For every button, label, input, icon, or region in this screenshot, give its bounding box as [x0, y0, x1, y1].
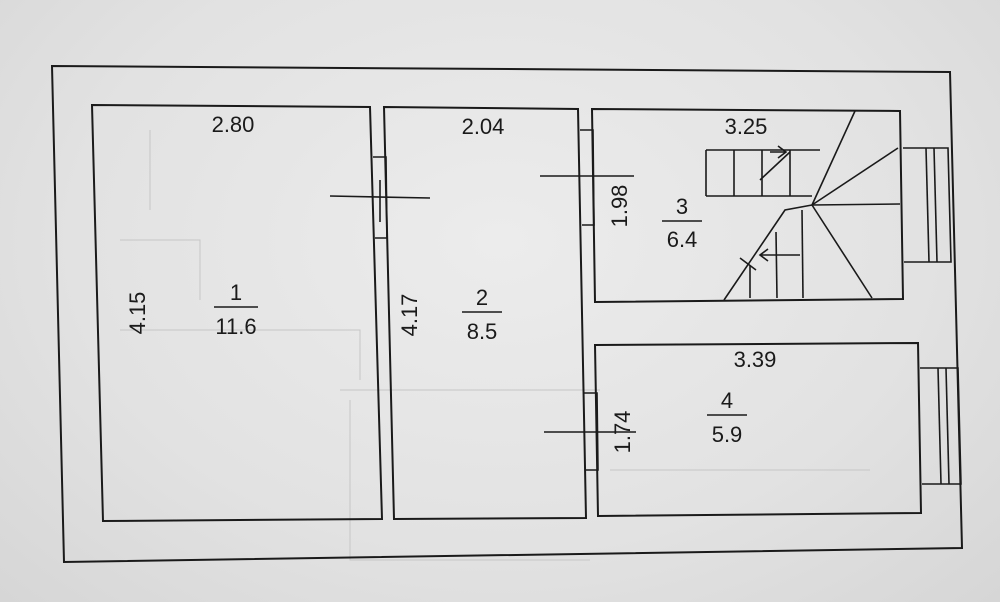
room-2-outline — [382, 105, 588, 521]
room-4-area: 5.9 — [712, 422, 743, 447]
room-4-width: 3.39 — [734, 347, 777, 372]
background-traces — [120, 130, 870, 561]
room-2-area: 8.5 — [467, 319, 498, 344]
door-room2-room4 — [544, 392, 636, 471]
door-room2-room3 — [540, 129, 634, 226]
room-2-width: 2.04 — [462, 114, 505, 139]
room-4-length: 1.74 — [610, 411, 635, 454]
room-2-length: 4.17 — [397, 294, 422, 337]
room-3-number: 3 — [676, 194, 688, 219]
room-1-length: 4.15 — [125, 292, 150, 335]
room-3-outline — [590, 107, 905, 304]
room-1-width: 2.80 — [212, 112, 255, 137]
window-room-3 — [903, 147, 952, 263]
staircase — [705, 110, 901, 301]
room-3-area: 6.4 — [667, 227, 698, 252]
room-2-number: 2 — [476, 285, 488, 310]
room-4-number: 4 — [721, 388, 733, 413]
door-room1-room2 — [329, 156, 431, 239]
room-3-width: 3.25 — [725, 114, 768, 139]
room-1-number: 1 — [230, 280, 242, 305]
room-1-area: 11.6 — [215, 314, 256, 339]
room-4-outline — [593, 341, 923, 518]
outer-wall — [50, 64, 964, 564]
window-room-4 — [920, 367, 962, 485]
room-1-outline — [90, 103, 384, 523]
room-3-length: 1.98 — [607, 185, 632, 228]
